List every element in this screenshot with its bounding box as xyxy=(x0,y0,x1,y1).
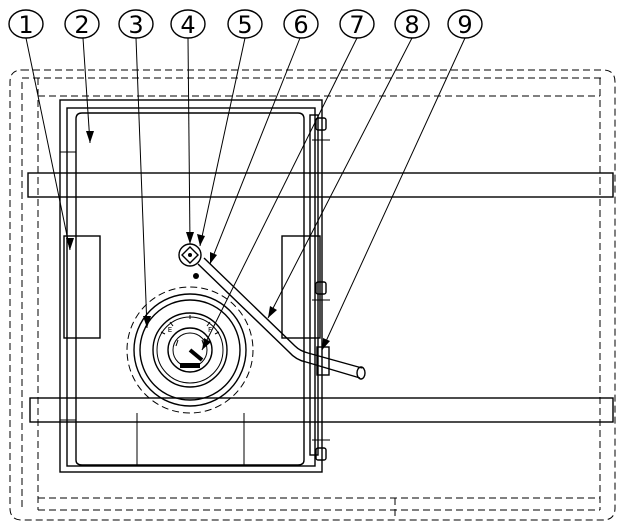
strap-lower xyxy=(29,397,614,423)
leader-7-arrow xyxy=(202,338,211,350)
leader-4 xyxy=(187,37,191,245)
leader-5-arrow xyxy=(197,234,205,246)
callout-5-label: 5 xyxy=(237,11,252,39)
gauge-empty-label: E xyxy=(168,326,172,334)
callout-8-label: 8 xyxy=(404,11,419,39)
callout-9: 9 xyxy=(447,9,483,39)
leader-8 xyxy=(267,37,413,319)
outer-frame xyxy=(9,69,616,521)
callout-7-label: 7 xyxy=(349,11,364,39)
callout-7: 7 xyxy=(339,9,375,39)
callout-5: 5 xyxy=(227,9,263,39)
strap-upper xyxy=(27,172,614,198)
leader-8-arrow xyxy=(268,306,277,318)
callout-4: 4 xyxy=(170,9,206,39)
callout-8: 8 xyxy=(394,9,430,39)
leader-9 xyxy=(321,37,466,351)
return-hose xyxy=(193,257,366,380)
leader-2-arrow xyxy=(86,131,94,143)
callout-3-label: 3 xyxy=(128,11,143,39)
leader-lines xyxy=(25,37,466,351)
callout-1: 1 xyxy=(8,9,44,39)
leader-5 xyxy=(199,37,246,247)
callout-9-label: 9 xyxy=(457,11,472,39)
gauge-full-label: F xyxy=(208,326,212,334)
leader-6 xyxy=(209,37,301,265)
leader-6-arrow xyxy=(210,252,217,264)
callout-1-label: 1 xyxy=(18,11,33,39)
callout-balloons: 1 2 3 4 5 6 7 8 xyxy=(8,9,483,39)
side-pad-left xyxy=(63,235,101,339)
callout-6: 6 xyxy=(283,9,319,39)
callout-2: 2 xyxy=(64,9,100,39)
leader-9-arrow xyxy=(322,338,330,350)
leader-2 xyxy=(82,37,91,144)
leader-4-arrow xyxy=(186,232,194,244)
leader-3 xyxy=(135,37,148,329)
leader-1-arrow xyxy=(66,238,74,250)
vent-fitting xyxy=(178,243,202,267)
leader-3-arrow xyxy=(143,316,151,328)
side-pad-right xyxy=(281,235,321,339)
leader-7 xyxy=(201,37,358,351)
hose-clamp xyxy=(316,346,330,376)
gauge-tick-marks xyxy=(160,315,220,335)
callout-4-label: 4 xyxy=(180,11,195,39)
leader-1 xyxy=(25,37,71,251)
callout-6-label: 6 xyxy=(293,11,308,39)
callout-2-label: 2 xyxy=(74,11,89,39)
callout-3: 3 xyxy=(118,9,154,39)
